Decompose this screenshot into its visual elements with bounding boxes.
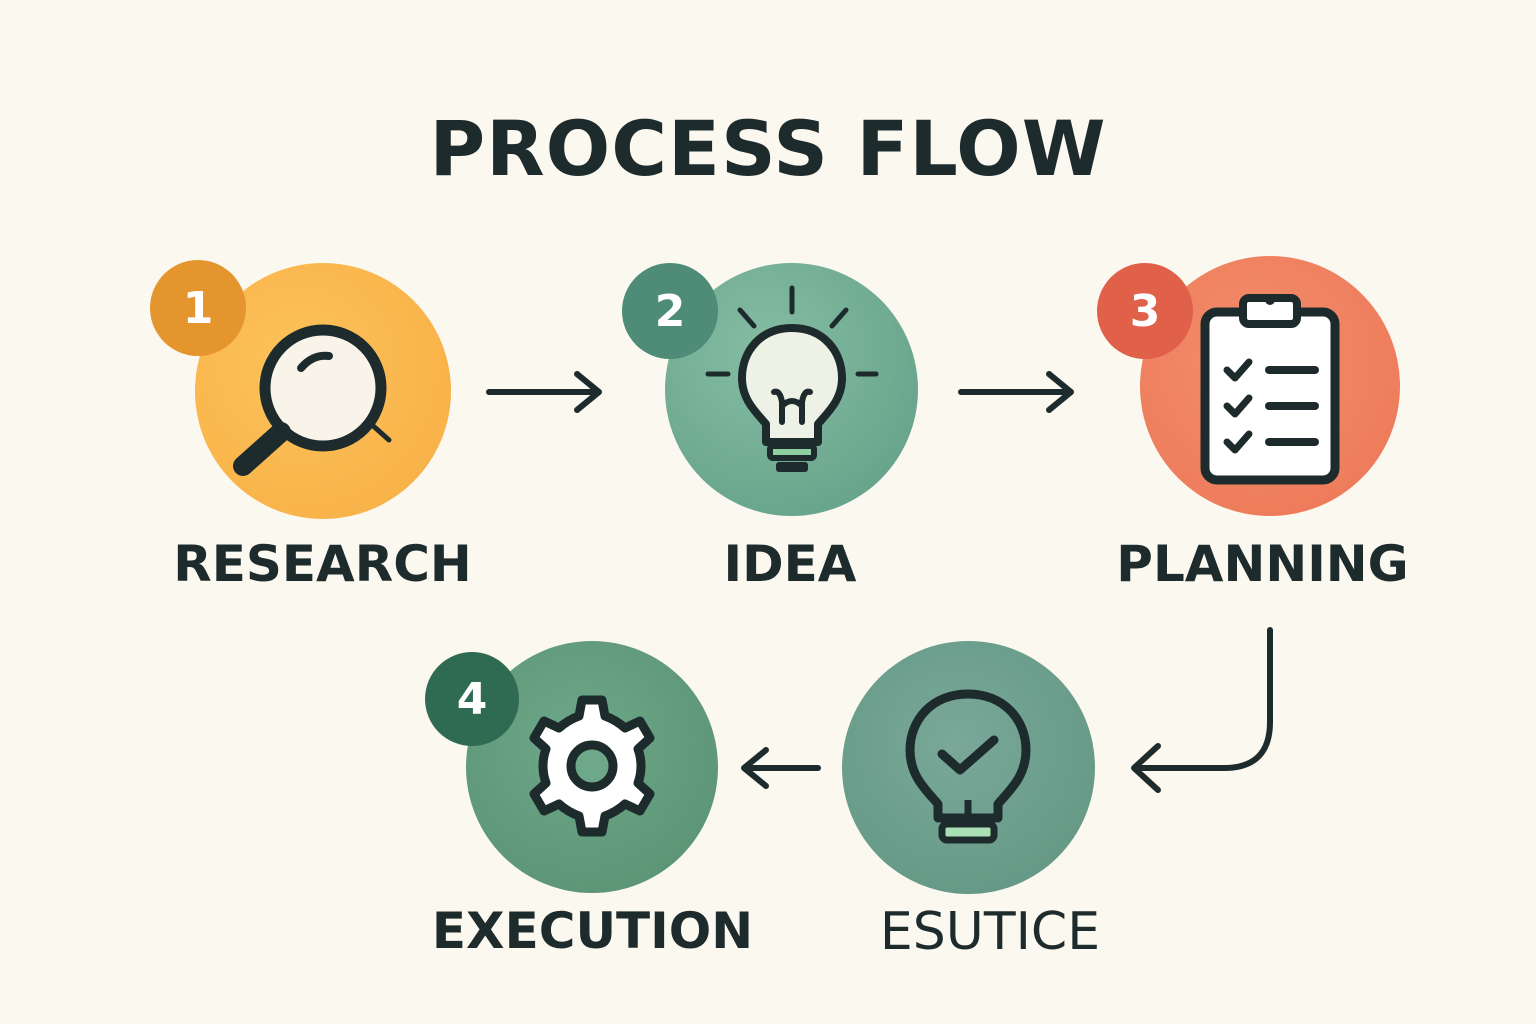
step-research-label: RESEARCH — [173, 535, 472, 593]
lightbulb-icon — [705, 285, 879, 472]
step-research-badge: 1 — [150, 260, 246, 356]
step-execution-label: EXECUTION — [431, 902, 754, 960]
diagram-title: PROCESS FLOW — [429, 104, 1107, 193]
clipboard-checklist-icon — [1200, 294, 1340, 485]
gear-icon — [529, 695, 655, 837]
arrow-right-icon — [486, 371, 602, 413]
step-idea-badge: 2 — [622, 263, 718, 359]
arrow-curved-down-left-icon — [1131, 627, 1273, 793]
lightbulb-check-icon — [905, 689, 1031, 844]
magnifier-icon — [233, 324, 392, 476]
step-planning-badge: 3 — [1097, 263, 1193, 359]
step-idea-label: IDEA — [723, 535, 857, 593]
arrow-left-icon — [741, 747, 821, 789]
arrow-right-icon — [958, 371, 1074, 413]
step-esutice-label: ESUTICE — [879, 902, 1101, 962]
step-execution-badge: 4 — [425, 652, 519, 746]
step-planning-label: PLANNING — [1116, 535, 1409, 593]
